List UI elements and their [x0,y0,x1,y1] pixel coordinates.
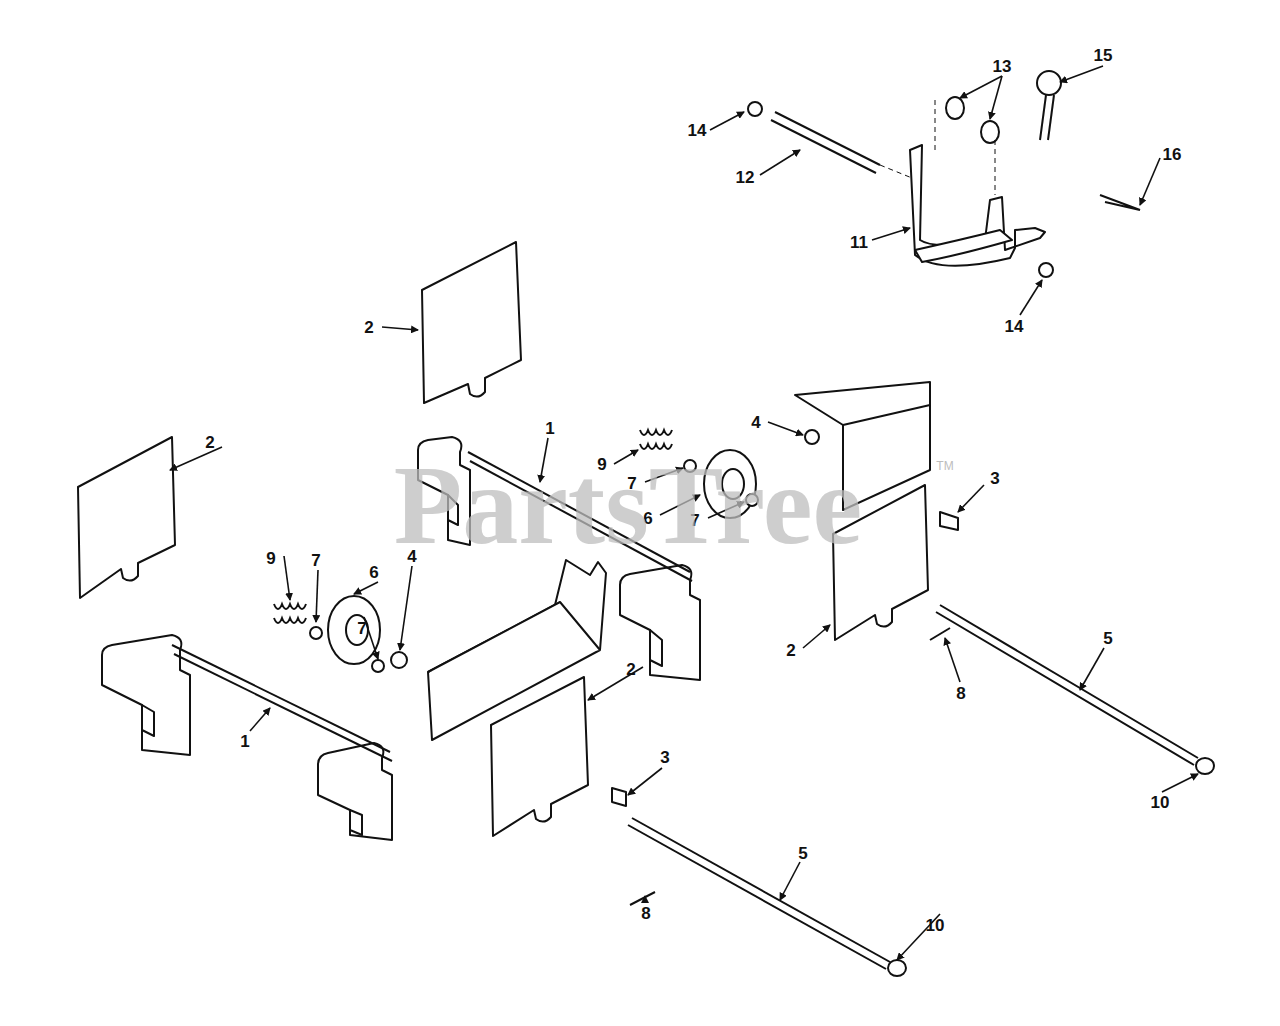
callout-number: 2 [364,319,373,336]
callout-number: 2 [626,661,635,678]
callout-number: 10 [926,917,945,934]
watermark: PartsTree [394,449,863,561]
callout-number: 2 [205,434,214,451]
callout-number: 3 [990,470,999,487]
callout-number: 14 [688,122,707,139]
callout-number: 12 [736,169,755,186]
callout-number: 9 [266,550,275,567]
trademark-mark: TM [936,460,953,472]
callout-number: 5 [1103,630,1112,647]
callout-number: 11 [850,234,868,251]
callout-number: 14 [1005,318,1024,335]
callout-number: 13 [993,58,1012,75]
callout-number: 6 [369,564,378,581]
callout-number: 1 [545,420,554,437]
callout-number: 10 [1151,794,1170,811]
callout-number: 8 [956,685,965,702]
callout-number: 3 [660,749,669,766]
callout-number: 4 [751,414,760,431]
callout-number: 1 [240,733,249,750]
callout-number: 7 [357,620,366,637]
callout-number: 2 [786,642,795,659]
callout-number: 8 [641,905,650,922]
callout-number: 15 [1094,47,1113,64]
callout-number: 7 [311,552,320,569]
callout-number: 5 [798,845,807,862]
callout-number: 16 [1163,146,1182,163]
